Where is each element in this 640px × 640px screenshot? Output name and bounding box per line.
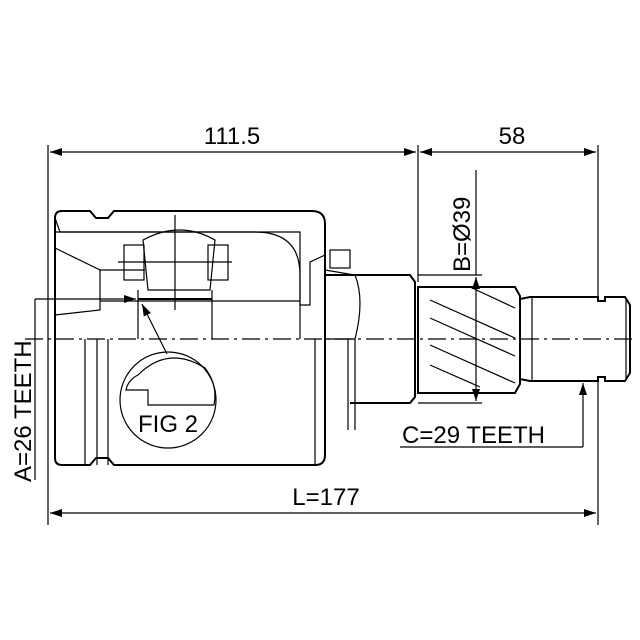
detail-fig-2: FIG 2	[119, 303, 217, 449]
inner-teeth-label: A=26 TEETH	[10, 340, 37, 482]
outer-teeth-label: C=29 TEETH	[402, 422, 545, 449]
callout-inner-teeth: A=26 TEETH	[10, 295, 136, 482]
spline-section	[417, 286, 521, 394]
neck-section	[324, 249, 416, 430]
extension-lines	[47, 145, 599, 525]
dimension-total-length: L=177	[50, 484, 596, 517]
dimension-spline-diameter: B=Ø39	[418, 170, 482, 404]
dimension-label-shaft: 58	[499, 123, 526, 150]
dimension-shaft-length: 58	[420, 123, 596, 156]
outer-race-housing	[54, 210, 326, 466]
spline-diameter-label: B=Ø39	[449, 197, 476, 272]
tripod-roller	[118, 215, 232, 339]
dimension-housing-length: 111.5	[50, 123, 416, 156]
dimension-label-housing: 111.5	[204, 123, 261, 150]
callout-outer-teeth: C=29 TEETH	[400, 383, 587, 449]
detail-label: FIG 2	[138, 411, 198, 438]
dimension-label-total: L=177	[292, 484, 359, 511]
